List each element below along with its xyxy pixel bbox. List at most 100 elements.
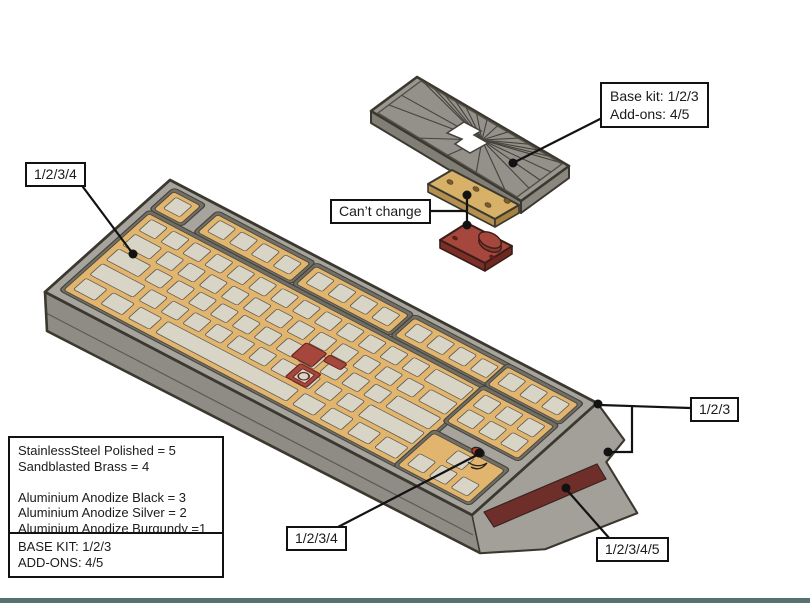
callout-daughterboard: 1/2/3/4 xyxy=(286,526,347,551)
switch-cutout xyxy=(292,393,326,416)
switch-cutout xyxy=(177,263,206,283)
switch-cutout xyxy=(161,301,190,321)
keyboard-case xyxy=(43,178,639,555)
sunburst-ray xyxy=(464,104,483,141)
switch-cutout xyxy=(226,335,255,355)
material-line: StainlessSteel Polished = 5 xyxy=(18,443,176,458)
switch-cutout xyxy=(448,347,477,367)
red-accent-piece xyxy=(291,342,327,367)
sunburst-ray xyxy=(481,139,534,193)
switch-cutout xyxy=(73,278,107,301)
switch-cutout xyxy=(385,395,441,429)
material-line: Aluminium Anodize Silver = 2 xyxy=(18,505,187,520)
switch-cutout xyxy=(320,407,354,430)
switch-cutout xyxy=(516,417,545,438)
callout-cant-change: Can’t change xyxy=(330,199,431,224)
callout-plate: 1/2/3/4 xyxy=(25,162,86,187)
switch-cutout xyxy=(265,309,294,329)
sunburst-ray xyxy=(481,130,510,141)
switch-cutout xyxy=(254,326,283,346)
material-line: Sandblasted Brass = 4 xyxy=(18,458,150,474)
switch-cutout xyxy=(336,393,365,413)
switch-cutout xyxy=(292,300,321,320)
switch-cutout xyxy=(221,286,250,306)
switch-cutout xyxy=(418,389,458,415)
brass-plate xyxy=(427,169,520,228)
switch-cutout xyxy=(155,321,299,401)
callout-back-plate: Base kit: 1/2/3 Add-ons: 4/5 xyxy=(600,82,709,128)
switch-cutout xyxy=(210,303,239,323)
switch-cutout xyxy=(183,242,211,262)
sunburst-ray xyxy=(481,139,507,193)
callout-connectors xyxy=(79,116,691,540)
material-line: Aluminium Anodize Black = 3 xyxy=(18,489,187,505)
switch-cutout xyxy=(478,421,507,441)
switch-cutout xyxy=(229,232,258,252)
callout-dots xyxy=(128,158,613,493)
switch-cutout xyxy=(541,395,570,416)
switch-cutout xyxy=(248,347,277,367)
switch-cutout xyxy=(456,409,485,429)
switch-cutout xyxy=(232,315,261,335)
switch-cutout xyxy=(407,453,436,473)
red-accent-cutout xyxy=(293,368,315,384)
switch-cutout xyxy=(519,384,548,404)
switch-cutout xyxy=(358,334,387,354)
switch-cutout xyxy=(248,277,277,297)
switch-cutout xyxy=(183,312,211,332)
switch-cutout xyxy=(347,422,381,445)
switch-cutout xyxy=(155,251,184,271)
switch-cutout xyxy=(204,254,233,274)
switch-cutout xyxy=(207,220,236,240)
material-line xyxy=(18,474,214,490)
materials-legend: StainlessSteel Polished = 5 Sandblasted … xyxy=(8,436,224,538)
switch-cutout xyxy=(287,320,315,340)
switch-cutout xyxy=(226,265,255,285)
base-kit-line: ADD-ONS: 4/5 xyxy=(18,554,104,570)
switch-cutout xyxy=(500,432,529,452)
switch-cutout xyxy=(352,355,381,375)
sunburst-ray xyxy=(481,124,499,141)
switch-cutout xyxy=(270,288,299,308)
sunburst-ray xyxy=(475,111,483,141)
switch-cutout xyxy=(139,289,168,309)
switch-cutout xyxy=(404,324,433,344)
switch-cutout xyxy=(328,283,356,303)
switch-cutout xyxy=(188,292,217,312)
footer-accent-bar xyxy=(0,598,810,603)
switch-cutout xyxy=(90,263,146,298)
switch-cutout xyxy=(341,372,370,392)
sunburst-ray xyxy=(481,118,488,141)
switch-cutout xyxy=(308,332,337,352)
switch-cutout xyxy=(144,269,173,289)
switch-cutout xyxy=(330,343,359,363)
sunburst-ray xyxy=(481,137,522,141)
switch-cutout xyxy=(445,450,474,470)
switch-cutout xyxy=(426,335,455,355)
switch-cutout xyxy=(273,255,302,275)
burgundy-weight-piece xyxy=(439,222,513,272)
switch-cutout xyxy=(199,274,228,294)
switch-cutout xyxy=(349,295,378,315)
switch-cutout xyxy=(161,231,189,251)
sunburst-ray xyxy=(481,139,562,165)
sunburst-ray xyxy=(481,139,544,152)
switch-cutout xyxy=(497,372,526,393)
base-kit-line: BASE KIT: 1/2/3 xyxy=(18,538,112,554)
switch-cutout xyxy=(424,369,474,400)
switch-cutout xyxy=(314,311,343,331)
switch-cutout xyxy=(243,297,272,317)
switch-cutout xyxy=(402,357,430,377)
switch-cutout xyxy=(470,358,499,378)
switch-cutout xyxy=(473,394,502,415)
callout-back-plate-line1: Base kit: 1/2/3 xyxy=(610,88,699,104)
switch-cutout xyxy=(374,366,403,386)
switch-cutout xyxy=(371,306,400,326)
base-kit-legend: BASE KIT: 1/2/3 ADD-ONS: 4/5 xyxy=(8,531,224,578)
switch-cutout xyxy=(306,272,335,292)
switch-cutout xyxy=(358,404,425,444)
switch-cutout xyxy=(251,243,280,263)
switch-plate xyxy=(60,188,583,506)
